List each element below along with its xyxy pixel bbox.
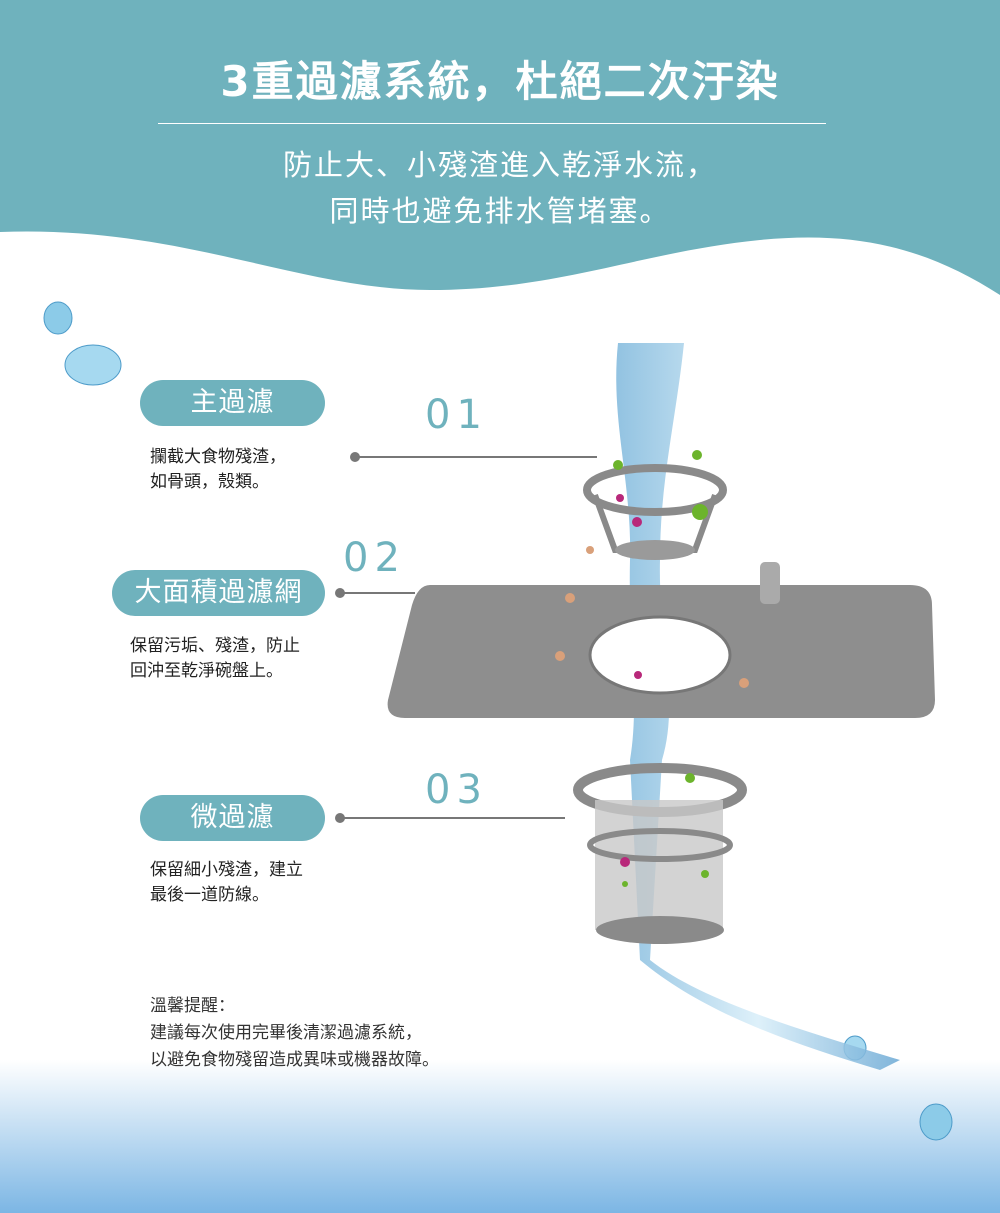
subtitle: 防止大、小殘渣進入乾淨水流， 同時也避免排水管堵塞。 xyxy=(0,142,1000,234)
filter-number-03: 03 xyxy=(425,767,488,813)
subtitle-line: 防止大、小殘渣進入乾淨水流， xyxy=(282,148,717,182)
bottom-gradient xyxy=(0,1060,1000,1213)
note-line: 以避免食物殘留造成異味或機器故障。 xyxy=(150,1050,439,1070)
desc-line: 回沖至乾淨碗盤上。 xyxy=(130,661,283,681)
filter-desc-mesh: 保留污垢、殘渣，防止 回沖至乾淨碗盤上。 xyxy=(130,634,300,684)
pointer-line xyxy=(340,817,565,819)
filter-number-01: 01 xyxy=(425,392,488,438)
filter-number-02: 02 xyxy=(343,535,406,581)
filter-label-micro: 微過濾 xyxy=(140,795,325,841)
desc-line: 保留細小殘渣，建立 xyxy=(150,860,303,880)
filter-label-mesh: 大面積過濾網 xyxy=(112,570,325,616)
micro-filter-illustration xyxy=(573,763,747,944)
filter-desc-micro: 保留細小殘渣，建立 最後一道防線。 xyxy=(150,858,303,908)
filter-desc-main: 攔截大食物殘渣， 如骨頭，殼類。 xyxy=(150,445,286,495)
desc-line: 如骨頭，殼類。 xyxy=(150,472,269,492)
note-heading: 溫馨提醒： xyxy=(150,996,235,1016)
note-line: 建議每次使用完畢後清潔過濾系統， xyxy=(150,1023,422,1043)
filter-label-main: 主過濾 xyxy=(140,380,325,426)
subtitle-line: 同時也避免排水管堵塞。 xyxy=(329,194,671,228)
pointer-line xyxy=(340,592,415,594)
title-divider xyxy=(158,123,826,124)
desc-line: 保留污垢、殘渣，防止 xyxy=(130,636,300,656)
care-note: 溫馨提醒： 建議每次使用完畢後清潔過濾系統， 以避免食物殘留造成異味或機器故障。 xyxy=(150,993,439,1074)
desc-line: 最後一道防線。 xyxy=(150,885,269,905)
page-title: 3重過濾系統，杜絕二次汙染 xyxy=(220,57,780,106)
mesh-plate-illustration xyxy=(387,562,935,718)
header-wave xyxy=(0,0,1000,295)
pointer-line xyxy=(355,456,597,458)
water-stream xyxy=(616,343,900,1070)
main-filter-illustration xyxy=(583,464,727,560)
desc-line: 攔截大食物殘渣， xyxy=(150,447,286,467)
debris-particles xyxy=(555,450,749,887)
